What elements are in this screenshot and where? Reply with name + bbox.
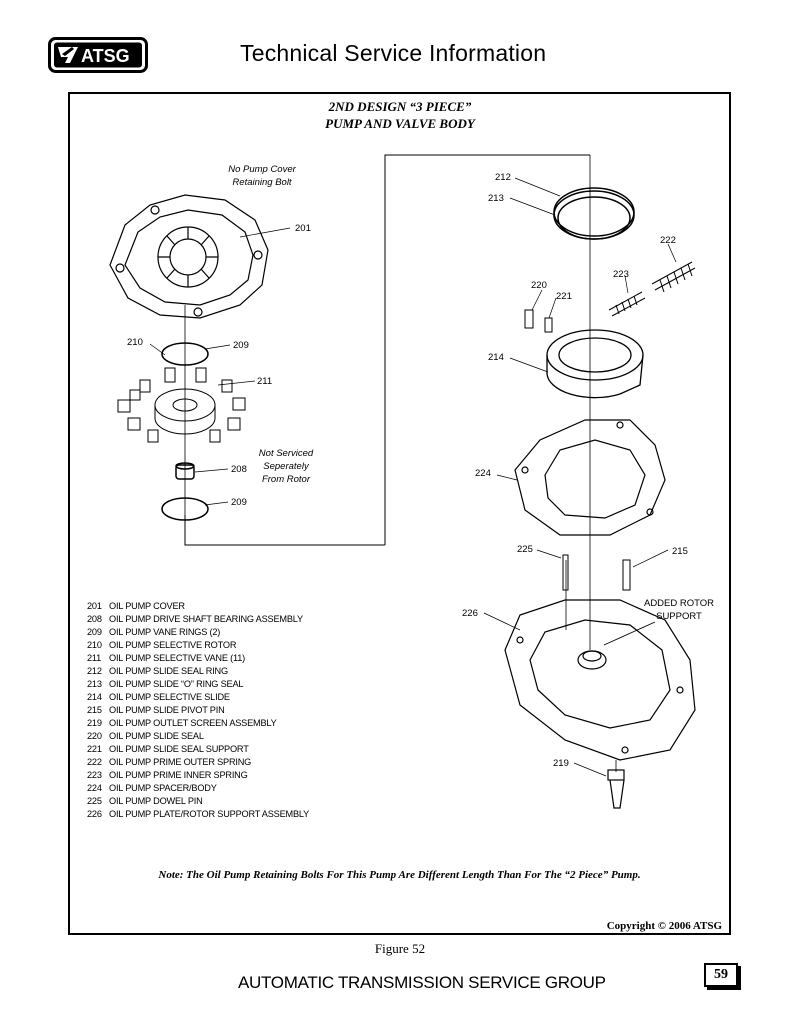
callout-210: 210 xyxy=(127,337,143,348)
figure-frame xyxy=(68,92,731,935)
note-added-rotor-2: SUPPORT xyxy=(656,611,702,622)
callout-221: 221 xyxy=(556,291,572,302)
slide-seal-220 xyxy=(524,309,534,329)
page-number: 59 xyxy=(704,963,738,987)
dowel-pin-225 xyxy=(562,554,569,591)
callout-222: 222 xyxy=(660,235,676,246)
selective-slide-214 xyxy=(546,329,644,399)
prime-springs-222-223 xyxy=(608,261,696,317)
page-title: Technical Service Information xyxy=(240,40,547,66)
vane-ring-209-lower xyxy=(161,497,209,521)
note-added-rotor-1: ADDED ROTOR xyxy=(644,598,714,609)
callout-226: 226 xyxy=(462,608,478,619)
plate-rotor-support-226 xyxy=(504,599,696,761)
diagram-title-line1: 2ND DESIGN “3 PIECE” xyxy=(328,99,472,114)
atsg-logo: ATSG xyxy=(48,37,148,73)
note-not-serviced-2: Seperately xyxy=(263,461,310,472)
pivot-pin-215 xyxy=(622,559,631,591)
spacer-body-224 xyxy=(514,419,666,536)
retaining-bolt-note: Note: The Oil Pump Retaining Bolts For T… xyxy=(158,869,641,881)
copyright: Copyright © 2006 ATSG xyxy=(606,920,722,932)
footer-org-name: AUTOMATIC TRANSMISSION SERVICE GROUP xyxy=(238,973,606,992)
figure-label: Figure 52 xyxy=(374,941,426,956)
logo-text: ATSG xyxy=(81,46,130,66)
outlet-screen-219 xyxy=(607,769,625,809)
callout-219: 219 xyxy=(553,758,569,769)
rotor-210-vanes-211 xyxy=(117,367,246,443)
note-not-serviced-3: From Rotor xyxy=(262,474,311,485)
pump-cover-201 xyxy=(109,194,269,319)
callout-223: 223 xyxy=(613,269,629,280)
callout-224: 224 xyxy=(475,468,491,479)
note-no-cover-bolt-1: No Pump Cover xyxy=(228,164,296,175)
note-no-cover-bolt-2: Retaining Bolt xyxy=(232,177,292,188)
callout-215: 215 xyxy=(672,546,688,557)
note-not-serviced-1: Not Serviced xyxy=(259,448,314,459)
slide-seal-rings-212-213 xyxy=(553,187,635,240)
callout-225: 225 xyxy=(517,544,533,555)
callout-209-upper: 209 xyxy=(233,340,249,351)
diagram-title-line2: PUMP AND VALVE BODY xyxy=(325,116,475,131)
bearing-208 xyxy=(175,462,195,480)
seal-support-221 xyxy=(544,317,553,333)
callout-201: 201 xyxy=(295,223,311,234)
callout-211: 211 xyxy=(257,376,272,387)
vane-ring-209-upper xyxy=(161,342,209,366)
callout-220: 220 xyxy=(531,280,547,291)
callout-208: 208 xyxy=(231,464,247,475)
callout-214: 214 xyxy=(488,352,504,363)
callout-213: 213 xyxy=(488,193,504,204)
callout-209-lower: 209 xyxy=(231,497,247,508)
callout-212: 212 xyxy=(495,172,511,183)
